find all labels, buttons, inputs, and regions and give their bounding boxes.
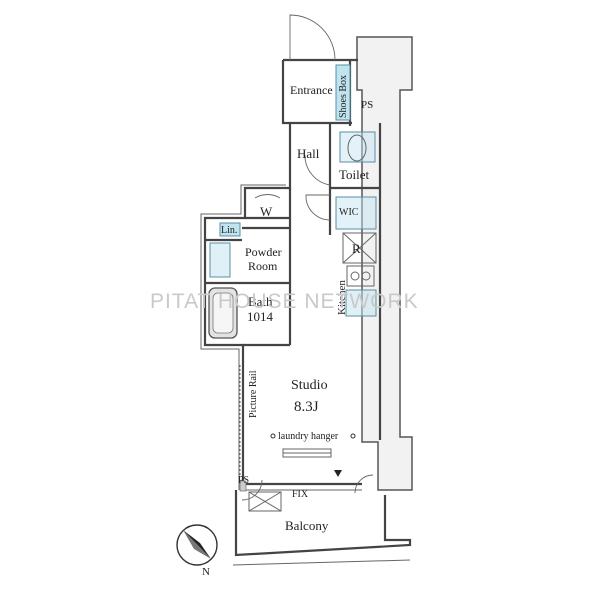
fixtures bbox=[208, 64, 377, 512]
doors bbox=[241, 14, 374, 501]
label-bath-2: 1014 bbox=[247, 309, 274, 324]
sink bbox=[345, 289, 377, 317]
label-toilet: Toilet bbox=[339, 167, 370, 182]
label-studio: Studio bbox=[291, 378, 328, 393]
label-bath-1: Bath bbox=[248, 294, 273, 309]
label-kitchen: Kitchen bbox=[336, 280, 348, 315]
laundry-hanger-right bbox=[350, 433, 356, 439]
label-lin: Lin. bbox=[221, 225, 237, 236]
label-balcony: Balcony bbox=[285, 518, 329, 533]
fridge-space bbox=[342, 232, 377, 264]
label-hall: Hall bbox=[297, 146, 320, 161]
label-entrance: Entrance bbox=[290, 83, 333, 97]
label-wic: WIC bbox=[339, 207, 359, 218]
watermark: PITAT HOUSE NETWORK bbox=[150, 290, 419, 313]
toilet-bowl bbox=[347, 134, 367, 162]
label-fix: FIX bbox=[292, 489, 309, 500]
washbasin bbox=[209, 242, 231, 278]
label-ps-bottom: PS bbox=[238, 475, 249, 486]
label-r: R bbox=[352, 241, 361, 256]
room-labels: Entrance Shoes Box PS Hall Toilet W WIC … bbox=[221, 75, 373, 533]
shoes-box bbox=[335, 64, 351, 121]
entry-arrow bbox=[334, 470, 342, 477]
laundry-hanger-left bbox=[270, 433, 276, 439]
label-w: W bbox=[260, 204, 273, 219]
structural-column bbox=[356, 36, 413, 491]
ac-unit bbox=[248, 491, 282, 512]
lin-shelf bbox=[219, 222, 241, 237]
label-picture-rail: Picture Rail bbox=[248, 370, 259, 418]
stove bbox=[346, 265, 375, 287]
compass: N bbox=[176, 524, 218, 578]
label-powder-1: Powder bbox=[245, 245, 282, 259]
toilet-area bbox=[339, 131, 376, 163]
wic-area bbox=[335, 196, 377, 230]
label-laundry-hanger: laundry hanger bbox=[278, 431, 339, 442]
label-shoes-box: Shoes Box bbox=[338, 75, 349, 118]
label-powder-2: Room bbox=[248, 259, 278, 273]
compass-label: N bbox=[202, 566, 210, 578]
label-studio-size: 8.3J bbox=[294, 399, 319, 415]
label-ps-top: PS bbox=[361, 99, 373, 111]
